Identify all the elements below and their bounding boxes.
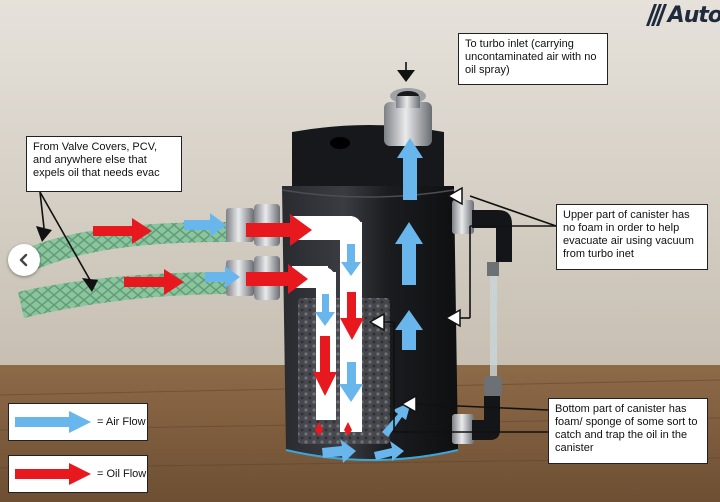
sight-tube bbox=[484, 262, 502, 396]
oil-arrow-hose-lower bbox=[124, 269, 184, 295]
callout-turbo-inlet: To turbo inlet (carrying uncontaminated … bbox=[458, 33, 608, 85]
chevron-left-icon bbox=[19, 253, 28, 267]
air-arrow-up-top bbox=[397, 138, 423, 200]
legend-oil-label: = Oil Flow bbox=[97, 468, 147, 480]
air-flow-arrow-icon bbox=[15, 411, 91, 433]
leader-arrowheads bbox=[36, 70, 463, 414]
oil-flow-arrow-icon bbox=[15, 463, 91, 485]
oil-arrow-down-1 bbox=[340, 292, 364, 340]
air-arrow-tube1-low bbox=[339, 362, 363, 402]
logo-stripes-icon bbox=[645, 4, 667, 26]
air-arrow-diag bbox=[382, 402, 411, 437]
air-arrow-hose-lower bbox=[205, 266, 240, 288]
logo-text: Auto bbox=[667, 2, 720, 28]
air-flow-arrows bbox=[184, 138, 423, 463]
legend-air-label: = Air Flow bbox=[97, 416, 146, 428]
air-arrow-tube2-down bbox=[315, 294, 335, 326]
oil-arrow-fitting-upper bbox=[246, 214, 312, 246]
air-arrow-tube1-down bbox=[341, 244, 361, 276]
callout-upper-part: Upper part of canister has no foam in or… bbox=[556, 204, 708, 270]
legend-oil-flow: = Oil Flow bbox=[8, 455, 148, 493]
air-arrow-up-1 bbox=[395, 310, 423, 350]
callout-valve-covers: From Valve Covers, PCV, and anywhere els… bbox=[26, 136, 182, 192]
oil-arrow-fitting-lower bbox=[246, 264, 308, 294]
right-upper-fitting bbox=[452, 200, 512, 262]
top-outlet-fitting bbox=[384, 88, 432, 146]
air-arrow-bottom-2 bbox=[374, 441, 404, 461]
leader-lines bbox=[39, 62, 557, 433]
air-arrow-hose-upper bbox=[184, 213, 226, 237]
oil-arrow-hose-upper bbox=[93, 218, 152, 244]
legend-air-flow: = Air Flow bbox=[8, 403, 148, 441]
air-arrow-bottom-1 bbox=[322, 439, 356, 463]
previous-image-button[interactable] bbox=[8, 244, 40, 276]
callout-bottom-part: Bottom part of canister has foam/ sponge… bbox=[548, 398, 708, 464]
air-arrow-up-2 bbox=[395, 222, 423, 285]
upper-hose bbox=[22, 222, 230, 272]
oil-flow-arrows bbox=[93, 214, 364, 436]
oil-arrow-down-2 bbox=[313, 336, 337, 396]
autoforum-logo: Auto bbox=[620, 0, 720, 30]
